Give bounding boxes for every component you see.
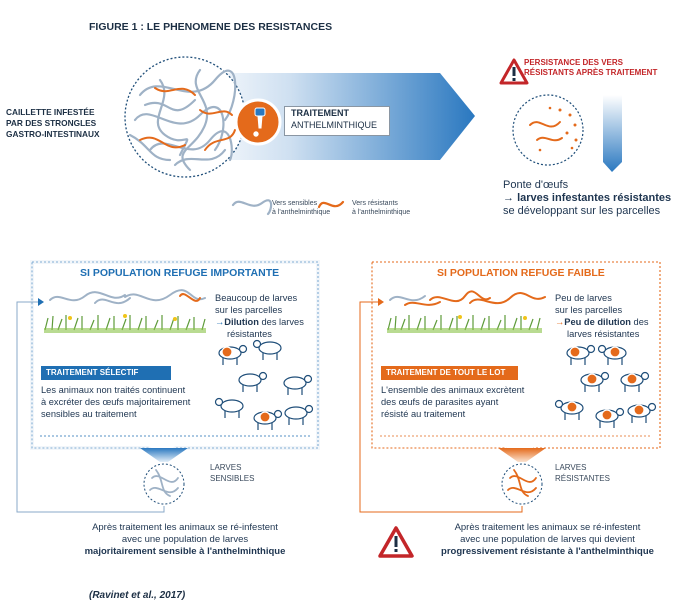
legend-resistant-worm <box>317 200 345 209</box>
ponte-text: Ponte d'œufs → larves infestantes résist… <box>503 179 672 217</box>
warning-icon-bottom <box>378 526 414 558</box>
left-return-arrow <box>16 301 165 513</box>
right-grass <box>387 315 541 331</box>
legend-resistants: Vers résistants à l'anthelminthique <box>352 200 411 216</box>
right-panel-tag: TRAITEMENT DE TOUT LE LOT <box>381 366 518 380</box>
treatment-label-box <box>284 106 390 136</box>
right-funnel <box>498 448 546 462</box>
ponte-arrow <box>603 95 622 172</box>
left-larvae-circle <box>143 463 185 505</box>
left-worm-strip <box>49 289 206 305</box>
treatment-label-1: TRAITEMENT <box>291 108 349 118</box>
legend-sensible-worm <box>231 199 273 216</box>
left-panel-description: Beaucoup de larves sur les parcelles →Di… <box>215 293 304 339</box>
left-panel-title: SI POPULATION REFUGE IMPORTANTE <box>80 267 280 279</box>
right-panel-body: L'ensemble des animaux excrètent des œuf… <box>381 385 525 419</box>
left-panel-body: Les animaux non traités continuent à exc… <box>41 385 191 419</box>
figure-title: FIGURE 1 : LE PHENOMENE DES RESISTANCES <box>89 21 333 33</box>
right-bottom-text: Après traitement les animaux se ré-infes… <box>441 522 654 557</box>
right-larves-label: LARVES RÉSISTANTES <box>555 463 610 483</box>
persistence-circle <box>512 94 584 166</box>
warning-icon-top <box>499 58 529 85</box>
dropper-icon <box>253 107 266 137</box>
left-panel-tag: TRAITEMENT SÉLECTIF <box>41 366 171 380</box>
treatment-label-2: ANTHELMINTHIQUE <box>291 120 378 130</box>
left-larves-label: LARVES SENSIBLES <box>210 463 255 483</box>
cow-icons-right <box>554 344 657 428</box>
left-bottom-text: Après traitement les animaux se ré-infes… <box>84 522 286 557</box>
cow-icons-left <box>214 339 314 430</box>
left-funnel <box>140 448 188 462</box>
caillette-label: CAILLETTE INFESTÉE PAR DES STRONGLES GAS… <box>6 107 100 139</box>
citation: (Ravinet et al., 2017) <box>89 590 186 601</box>
persistence-label: PERSISTANCE DES VERS RÉSISTANTS APRÈS TR… <box>524 58 658 77</box>
right-panel-title: SI POPULATION REFUGE FAIBLE <box>437 267 605 279</box>
legend-sensibles: Vers sensibles à l'anthelminthique <box>272 200 331 216</box>
left-grass <box>44 315 206 331</box>
caillette-worms-circle <box>124 56 246 178</box>
right-worm-strip <box>389 290 546 306</box>
right-panel-description: Peu de larves sur les parcelles →Peu de … <box>555 293 649 339</box>
right-return-arrow <box>359 301 523 513</box>
right-larvae-circle <box>501 463 543 505</box>
